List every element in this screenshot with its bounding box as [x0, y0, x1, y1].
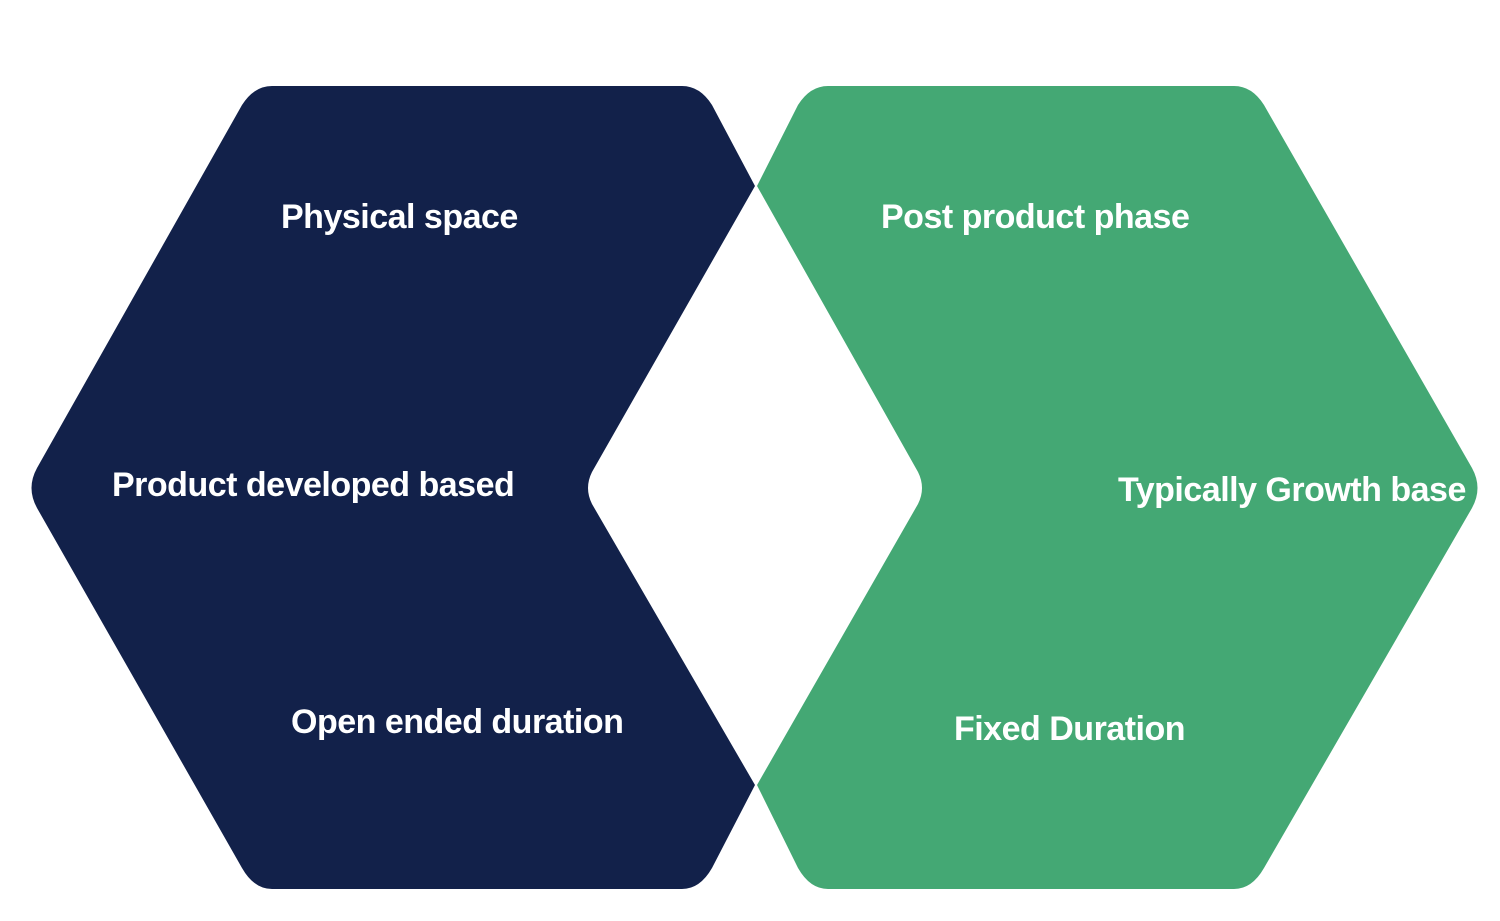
- right-item-post-product-phase: Post product phase: [881, 198, 1189, 236]
- left-hexagon: [31, 86, 755, 889]
- right-item-typically-growth-base: Typically Growth base: [1118, 471, 1466, 509]
- left-item-open-ended-duration: Open ended duration: [291, 703, 623, 741]
- right-item-fixed-duration: Fixed Duration: [954, 710, 1185, 748]
- left-item-product-developed-based: Product developed based: [112, 466, 514, 504]
- right-hexagon: [757, 86, 1478, 889]
- left-item-physical-space: Physical space: [281, 198, 518, 236]
